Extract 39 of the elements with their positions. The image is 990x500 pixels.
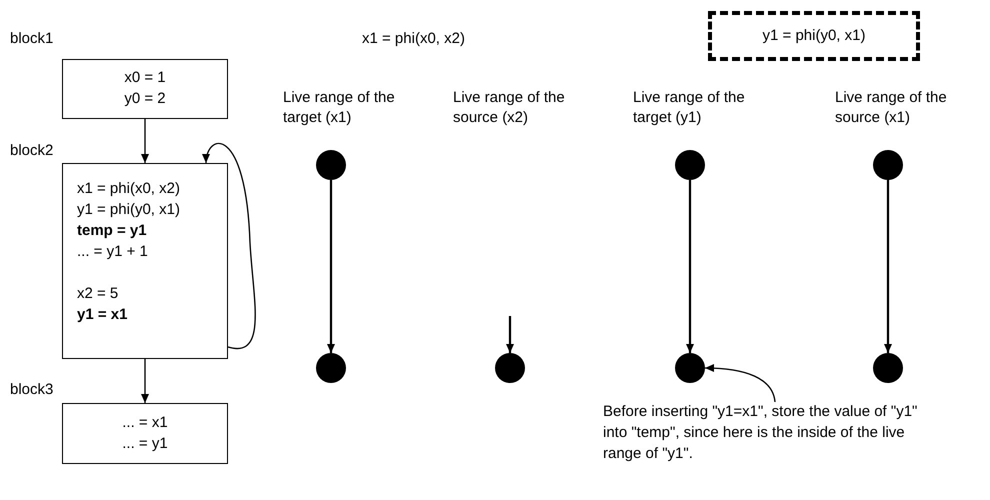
live-range-dot <box>873 150 903 180</box>
live-range-dot <box>675 353 705 383</box>
code-line: y1 = phi(y0, x1) <box>77 200 181 220</box>
live-range-dot <box>316 353 346 383</box>
column-header: Live range of the source (x2) <box>453 88 566 128</box>
loop-arrow <box>203 143 256 350</box>
arrow <box>884 180 892 353</box>
code-line: x0 = 1 <box>123 68 167 88</box>
arrow <box>686 180 694 353</box>
block-label: block2 <box>10 142 54 159</box>
column-header: Live range of the source (x1) <box>835 88 948 128</box>
code-line: x1 = phi(x0, x2) <box>77 179 181 199</box>
annotation-text: Before inserting "y1=x1", store the value of "y1" into "temp", since here is the inside of the live range of "y1". <box>603 401 933 464</box>
arrow <box>327 180 335 353</box>
arrow <box>141 359 149 403</box>
basic-block-box <box>62 59 228 119</box>
code-line: ... = x1 <box>121 413 169 433</box>
block-label: block3 <box>10 381 54 398</box>
block-label: block1 <box>10 30 54 47</box>
live-range-dot <box>675 150 705 180</box>
code-line: ... = y1 + 1 <box>77 242 149 262</box>
code-line: ... = y1 <box>121 434 169 454</box>
column-header: Live range of the target (y1) <box>633 88 746 128</box>
code-line: x2 = 5 <box>77 284 120 304</box>
basic-block-box <box>62 163 228 359</box>
live-range-dot <box>873 353 903 383</box>
arrow <box>141 119 149 163</box>
highlighted-phi-box <box>708 11 920 61</box>
code-line: y0 = 2 <box>123 89 167 109</box>
basic-block-box <box>62 403 228 464</box>
code-line: y1 = x1 <box>77 305 128 325</box>
code-line: temp = y1 <box>77 221 148 241</box>
live-range-dot <box>316 150 346 180</box>
phi-equation: x1 = phi(x0, x2) <box>362 29 466 49</box>
column-header: Live range of the target (x1) <box>283 88 396 128</box>
leader-arrow <box>704 364 776 402</box>
arrow <box>506 316 514 353</box>
code-line: y1 = phi(y0, x1) <box>762 26 866 46</box>
live-range-dot <box>495 353 525 383</box>
